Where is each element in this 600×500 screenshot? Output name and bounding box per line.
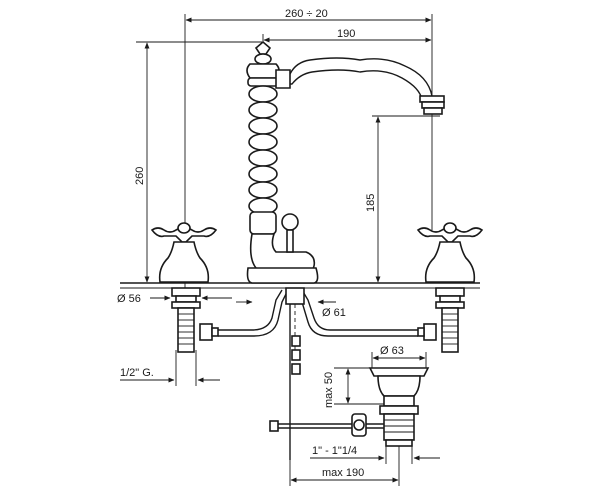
dimension-waste-height: max 50 bbox=[323, 367, 384, 408]
connecting-hoses bbox=[218, 289, 418, 337]
left-valve-body bbox=[171, 287, 219, 353]
central-shank bbox=[285, 287, 305, 460]
dimension-spout-reach: 190 bbox=[262, 28, 432, 50]
waste-reach-label: max 190 bbox=[322, 467, 364, 479]
dimension-spout-height: 185 bbox=[365, 115, 440, 283]
left-cross-handle bbox=[150, 222, 218, 283]
dimension-total-height: 260 bbox=[134, 41, 262, 283]
central-spout bbox=[246, 40, 445, 284]
dimension-waste-diameter: Ø 63 bbox=[371, 345, 427, 368]
right-cross-handle bbox=[416, 222, 484, 283]
inlet-thread-label: 1/2" G. bbox=[120, 367, 154, 379]
dimension-handle-diameter: Ø 56 bbox=[117, 293, 232, 305]
waste-diameter-label: Ø 63 bbox=[380, 345, 404, 357]
dimension-inlet-thread: 1/2" G. bbox=[120, 350, 220, 386]
waste-thread-label: 1" - 1"1/4 bbox=[312, 445, 357, 457]
right-valve-body bbox=[417, 287, 465, 353]
overall-width-label: 260 ÷ 20 bbox=[285, 8, 328, 20]
dimension-base-diameter: Ø 61 bbox=[236, 299, 346, 319]
waste-height-label: max 50 bbox=[323, 372, 335, 408]
handle-diameter-label: Ø 56 bbox=[117, 293, 141, 305]
spout-reach-label: 190 bbox=[337, 28, 355, 40]
base-diameter-label: Ø 61 bbox=[322, 307, 346, 319]
total-height-label: 260 bbox=[134, 167, 146, 185]
dimension-overall-width: 260 ÷ 20 bbox=[184, 8, 433, 290]
spout-height-label: 185 bbox=[365, 194, 377, 212]
dimension-waste-reach: max 190 bbox=[289, 446, 400, 486]
popup-waste bbox=[269, 367, 430, 447]
dimension-waste-thread: 1" - 1"1/4 bbox=[310, 445, 440, 464]
